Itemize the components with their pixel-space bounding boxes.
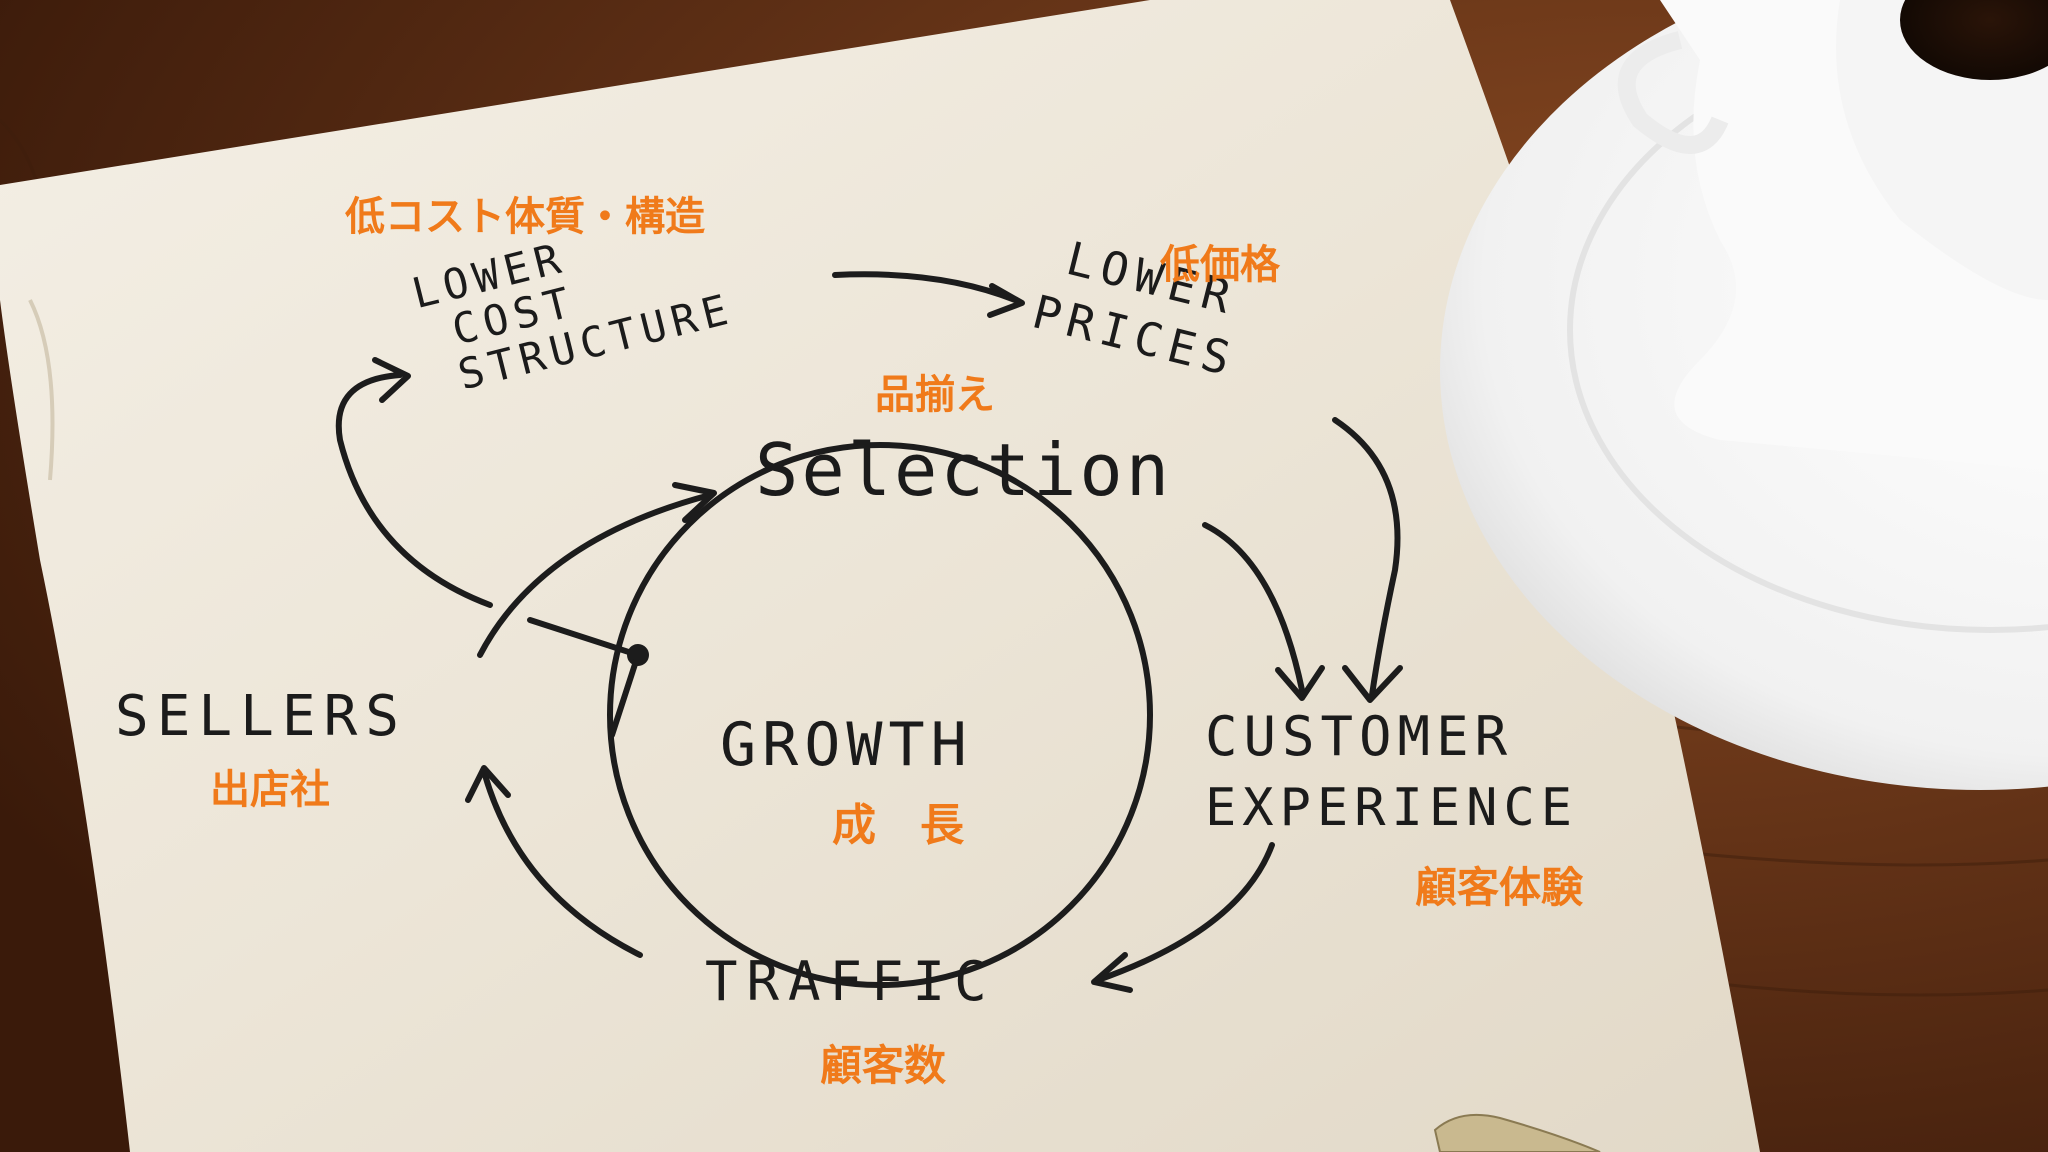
annotation-growth: 成 長 (832, 800, 965, 851)
arrowhead (372, 357, 411, 403)
customer-experience-line-2: EXPERIENCE (1205, 778, 1578, 838)
arrowhead (1275, 665, 1325, 701)
arrowhead (1342, 665, 1403, 703)
arrowhead (465, 765, 511, 803)
arrowhead (672, 482, 717, 523)
customer-experience-line-1: CUSTOMER (1205, 705, 1513, 768)
arrow-selection-to-cx (1202, 522, 1305, 693)
arrow-prices-to-cx (1332, 417, 1401, 698)
selection-label: Selection (755, 428, 1172, 512)
arrow-cx-to-traffic (1095, 842, 1275, 983)
arrowhead (1091, 952, 1133, 993)
arrow-sellers-to-selection (477, 492, 713, 658)
arrow-traffic-to-sellers (482, 772, 643, 958)
sellers-label: SELLERS (115, 684, 407, 749)
annotation-traffic: 顧客数 (820, 1041, 946, 1090)
growth-circle (607, 442, 1153, 988)
annotation-lower-cost: 低コスト体質・構造 (345, 194, 705, 240)
annotation-selection: 品揃え (875, 372, 995, 418)
arrow-sellers-to-cost (335, 372, 493, 608)
growth-label: GROWTH (720, 710, 973, 780)
hub-line (527, 617, 641, 738)
napkin-fold (28, 299, 55, 481)
arrowhead (987, 283, 1025, 318)
annotation-customer-experience: 顧客体験 (1415, 863, 1584, 912)
napkin (0, 0, 1760, 1152)
annotation-sellers: 出店社 (210, 767, 330, 813)
traffic-label: TRAFFIC (705, 950, 996, 1013)
annotation-lower-prices: 低価格 (1160, 242, 1281, 288)
spoon-icon (1433, 1113, 1601, 1152)
coffee-cup-icon (1440, 0, 2048, 790)
arrow-cost-to-prices (832, 271, 1018, 303)
